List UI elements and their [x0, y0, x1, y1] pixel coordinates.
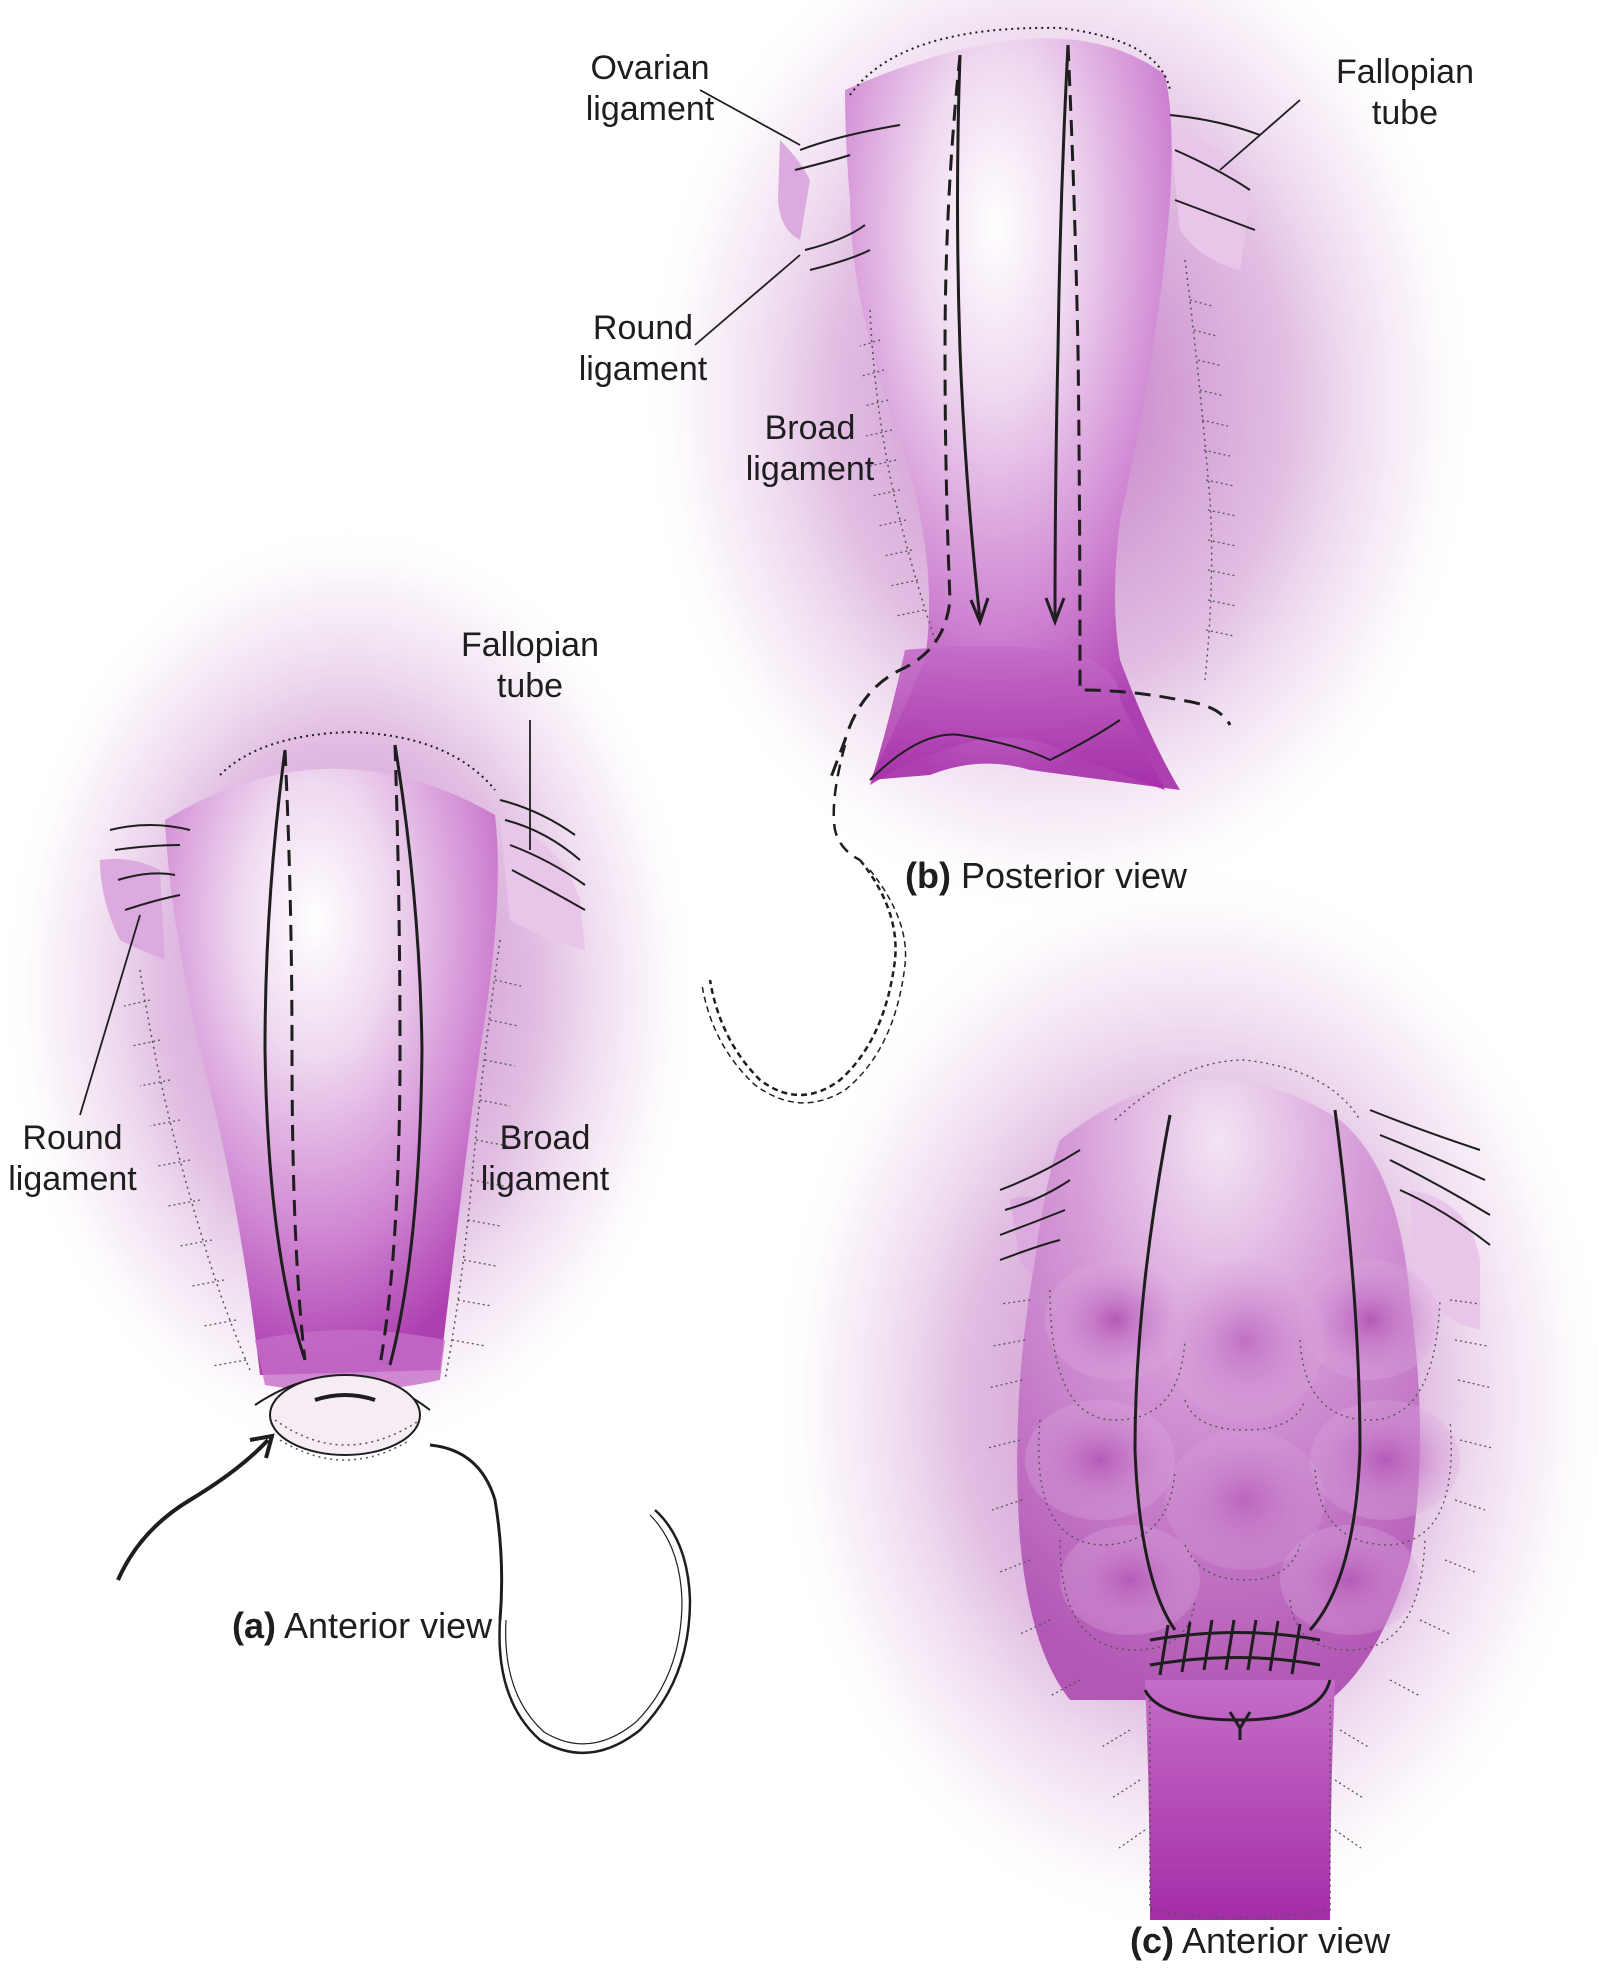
caption-panel-c-letter: (c) [1130, 1920, 1174, 1961]
suture-needle-icon [500, 1510, 691, 1753]
label-round-ligament-a: Round ligament [0, 1118, 145, 1201]
label-fallopian-tube-a: Fallopian tube [455, 625, 605, 708]
panel-a-suture-thread [430, 1445, 502, 1620]
panel-c-lobe [1165, 1260, 1325, 1420]
panel-c-lobe [1025, 1400, 1175, 1520]
caption-panel-a: (a) Anterior view [232, 1605, 492, 1647]
panel-c-lobe [1165, 1430, 1325, 1570]
caption-panel-a-letter: (a) [232, 1605, 276, 1646]
caption-panel-a-view: Anterior view [284, 1605, 492, 1646]
panel-a-cervix-opening [270, 1375, 420, 1455]
suture-needle-icon-inner [506, 1515, 682, 1744]
caption-panel-c-view: Anterior view [1182, 1920, 1390, 1961]
panel-c-cervix [1145, 1680, 1335, 1920]
caption-panel-b: (b) Posterior view [905, 855, 1187, 897]
panel-c-illustration [770, 860, 1599, 1940]
caption-panel-c: (c) Anterior view [1130, 1920, 1390, 1962]
label-round-ligament-b: Round ligament [568, 308, 718, 391]
panel-c-lobe [1045, 1260, 1185, 1380]
caption-panel-b-view: Posterior view [961, 855, 1187, 896]
panel-c-lobe [1310, 1400, 1460, 1520]
arrow-icon [118, 1440, 268, 1580]
caption-panel-b-letter: (b) [905, 855, 951, 896]
label-fallopian-tube-b: Fallopian tube [1330, 52, 1480, 135]
panel-c-lobe [1060, 1525, 1200, 1635]
label-ovarian-ligament: Ovarian ligament [575, 48, 725, 131]
label-broad-ligament-a: Broad ligament [470, 1118, 620, 1201]
label-broad-ligament-b: Broad ligament [735, 408, 885, 491]
